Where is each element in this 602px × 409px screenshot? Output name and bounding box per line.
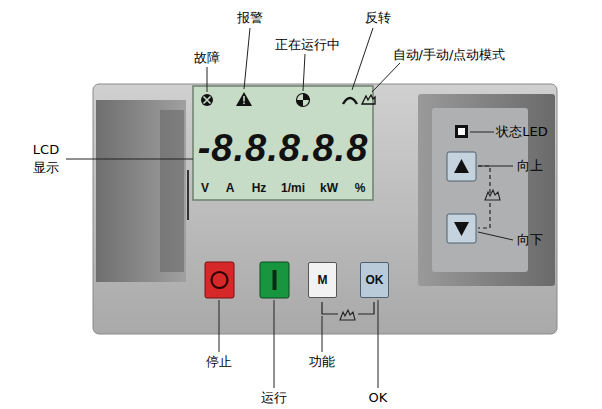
button-text: OK <box>366 273 384 287</box>
down-button <box>447 214 476 243</box>
leader-line <box>274 300 275 388</box>
callout-label: 向上 <box>517 158 543 174</box>
button-text: M <box>318 273 328 287</box>
run-button <box>260 262 289 298</box>
callout-label: 运行 <box>261 390 287 406</box>
lcd-unit: Hz <box>252 180 267 196</box>
lcd-unit: kW <box>320 180 338 196</box>
callout-label: 功能 <box>309 354 335 370</box>
callout-label: OK <box>369 390 388 406</box>
left-section <box>96 100 186 282</box>
leader-line <box>372 63 400 92</box>
leader-line <box>322 316 323 352</box>
leader-line <box>207 67 208 92</box>
lcd-digits: -8.8.8.8.8 <box>198 128 369 168</box>
hand-icon <box>362 95 375 104</box>
callout-label: 反转 <box>365 10 391 26</box>
hand-symbol <box>340 310 355 320</box>
lcd-unit: V <box>201 180 209 196</box>
callout-label: 自动/手动/点动模式 <box>393 47 506 63</box>
lcd-unit: % <box>355 180 366 196</box>
function-button: M <box>308 262 337 298</box>
leader-lines <box>66 28 513 388</box>
status-led <box>455 125 468 138</box>
leader-line <box>303 54 305 91</box>
reverse-icon <box>343 98 357 104</box>
leader-line <box>244 28 250 89</box>
leader-line <box>66 159 193 160</box>
lcd-unit: 1/mi <box>281 180 305 196</box>
combo-bracket <box>322 302 374 314</box>
right-section <box>418 94 555 286</box>
leader-line <box>219 300 220 352</box>
callout-label: 状态LED <box>496 124 547 140</box>
leader-line <box>478 232 513 240</box>
leader-line <box>352 28 373 90</box>
fault-icon <box>201 94 213 106</box>
leader-line <box>478 166 513 167</box>
up-button <box>447 152 476 181</box>
hand-symbol <box>485 190 500 200</box>
callout-label: 停止 <box>206 354 232 370</box>
lcd-unit: A <box>226 180 235 196</box>
lcd-screen <box>193 86 373 200</box>
callout-label: 故障 <box>194 50 220 66</box>
callout-label: LCD 显示 <box>29 141 63 177</box>
warning-icon <box>236 92 252 106</box>
leader-line <box>378 300 379 388</box>
ok-button: OK <box>360 262 389 298</box>
callout-label: 正在运行中 <box>275 37 340 53</box>
stop-button <box>205 262 234 298</box>
leader-line <box>470 132 494 133</box>
running-icon <box>297 94 310 107</box>
callout-label: 向下 <box>517 232 543 248</box>
housing <box>93 84 557 334</box>
callout-label: 报警 <box>237 10 263 26</box>
